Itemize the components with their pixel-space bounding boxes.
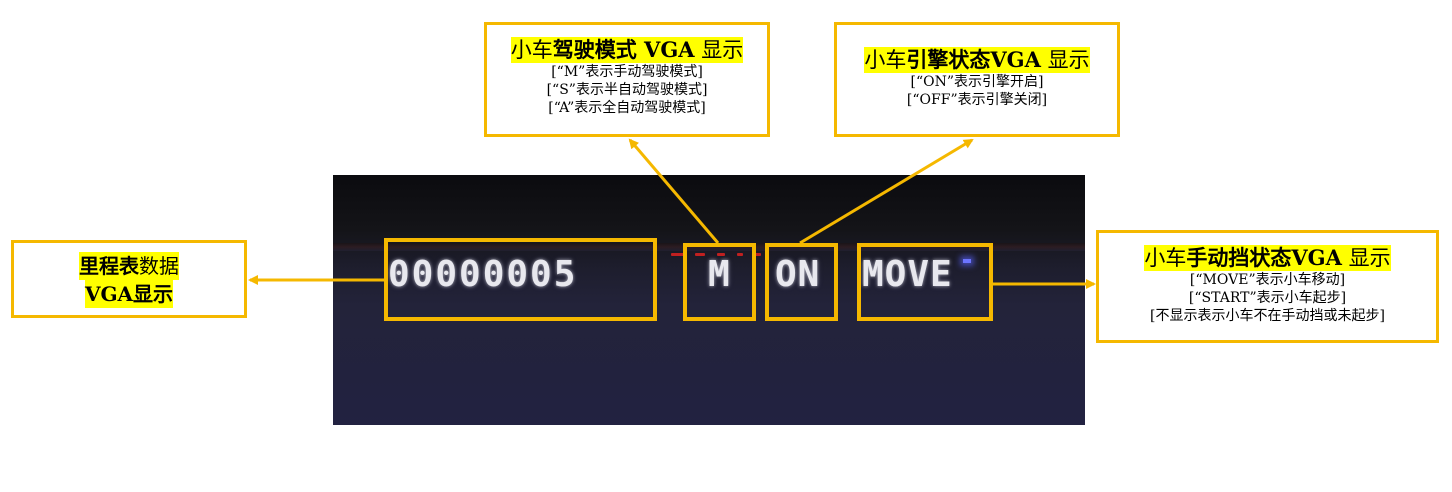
odometer-readout: 00000005 [388,254,578,295]
callout-gear-state: 小车手动挡状态VGA 显示 [“MOVE”表示小车移动] [“START”表示小… [1096,230,1439,343]
callout-odometer-title-line2: VGA显示 [84,280,174,308]
callout-drive-mode-title-plain: 小车 [510,38,553,62]
red-led-1 [671,253,685,256]
callout-gear-line: [“MOVE”表示小车移动] [1189,272,1346,288]
red-led-5 [755,253,761,256]
callout-drive-mode-title: 小车驾驶模式 VGA 显示 [510,37,744,63]
red-led-4 [737,253,743,256]
callout-engine-line: [“OFF”表示引擎关闭] [906,92,1048,108]
callout-odometer-title: 里程表数据 [79,252,179,280]
callout-drive-mode-line: [“S”表示半自动驾驶模式] [546,82,708,98]
arrow-engine [799,138,974,245]
red-led-2 [695,253,705,256]
callout-drive-mode-title-bold: 驾驶模式 VGA [552,37,695,62]
callout-drive-mode-line: [“A”表示全自动驾驶模式] [548,100,706,116]
odometer-highlight-box [384,238,657,321]
callout-odometer: 里程表数据 VGA显示 [11,240,247,318]
callout-gear-line: [不显示表示小车不在手动挡或未起步] [1150,308,1385,324]
callout-gear-title-rest: 显示 [1341,246,1391,270]
callout-engine-title-plain: 小车 [864,48,907,72]
gear-state-readout: MOVE [862,254,953,295]
drive-mode-readout: M [708,254,731,295]
callout-engine-state: 小车引擎状态VGA 显示 [“ON”表示引擎开启] [“OFF”表示引擎关闭] [834,22,1120,137]
arrow-drive-mode [628,138,720,244]
callout-engine-title-bold: 引擎状态VGA [906,47,1041,72]
callout-engine-line: [“ON”表示引擎开启] [910,74,1044,90]
blue-led [963,259,971,263]
callout-gear-line: [“START”表示小车起步] [1188,290,1347,306]
callout-drive-mode-title-rest: 显示 [694,38,744,62]
red-led-3 [717,253,725,256]
callout-odometer-title-rest: 数据 [139,254,179,278]
callout-gear-title: 小车手动挡状态VGA 显示 [1144,245,1391,271]
monitor-bezel-edge [333,243,1085,251]
engine-state-highlight-box [765,243,838,321]
callout-gear-title-bold: 手动挡状态VGA [1186,245,1342,270]
callout-drive-mode-line: [“M”表示手动驾驶模式] [551,64,703,80]
callout-engine-title: 小车引擎状态VGA 显示 [864,47,1090,73]
engine-state-readout: ON [775,254,821,295]
vga-screen-photo [333,175,1085,425]
callout-odometer-title-bold: 里程表 [79,254,139,278]
gear-state-highlight-box [857,243,993,321]
callout-engine-title-rest: 显示 [1040,48,1090,72]
callout-gear-title-plain: 小车 [1144,246,1187,270]
drive-mode-highlight-box [683,243,756,321]
callout-drive-mode: 小车驾驶模式 VGA 显示 [“M”表示手动驾驶模式] [“S”表示半自动驾驶模… [484,22,770,137]
